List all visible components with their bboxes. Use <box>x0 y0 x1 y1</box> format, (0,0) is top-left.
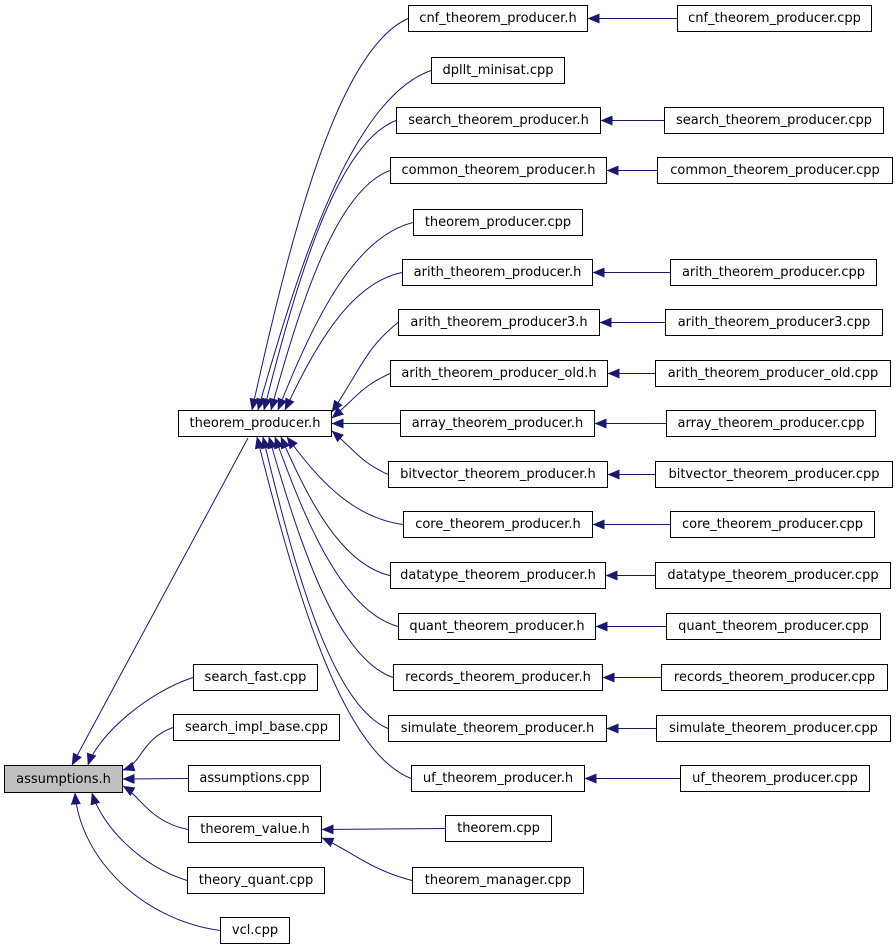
node-search_h[interactable]: search_theorem_producer.h <box>396 107 601 134</box>
graph-node-label: records_theorem_producer.cpp <box>673 670 876 685</box>
graph-node-label: search_fast.cpp <box>204 670 307 685</box>
graph-node-label: theorem.cpp <box>457 821 540 836</box>
node-datatype_h[interactable]: datatype_theorem_producer.h <box>390 562 606 589</box>
edge-datatype_h-to-theorem_producer_h <box>280 436 391 576</box>
graph-node-label: assumptions.h <box>16 771 111 787</box>
node-cnf_cpp[interactable]: cnf_theorem_producer.cpp <box>677 5 872 32</box>
graph-node-label: arith_theorem_producer3.cpp <box>677 315 871 330</box>
edge-core_h-to-theorem_producer_h <box>286 436 404 525</box>
graph-node-label: common_theorem_producer.h <box>401 163 596 178</box>
edge-cnf_h-to-theorem_producer_h <box>249 18 409 411</box>
edge-arith_old_h-to-theorem_producer_h <box>331 373 391 419</box>
node-simulate_h[interactable]: simulate_theorem_producer.h <box>388 715 607 742</box>
graph-node-label: search_theorem_producer.h <box>408 113 589 128</box>
node-records_h[interactable]: records_theorem_producer.h <box>393 664 603 691</box>
graph-node-label: common_theorem_producer.cpp <box>670 163 880 178</box>
edge-common_h-to-theorem_producer_h <box>269 170 391 411</box>
node-search_fast_cpp[interactable]: search_fast.cpp <box>193 664 318 691</box>
node-search_cpp[interactable]: search_theorem_producer.cpp <box>664 107 884 134</box>
graph-node-label: quant_theorem_producer.h <box>409 619 585 634</box>
node-arith_old_h[interactable]: arith_theorem_producer_old.h <box>390 360 608 387</box>
node-uf_h[interactable]: uf_theorem_producer.h <box>411 765 585 792</box>
edge-theory_quant_cpp-to-assumptions_h <box>90 792 188 881</box>
node-bitvector_h[interactable]: bitvector_theorem_producer.h <box>388 461 608 488</box>
edge-arith3_h-to-theorem_producer_h <box>331 322 399 413</box>
node-assumptions_cpp[interactable]: assumptions.cpp <box>188 765 321 792</box>
edge-assumptions_cpp-to-assumptions_h <box>122 773 189 784</box>
node-common_h[interactable]: common_theorem_producer.h <box>390 157 607 184</box>
node-arith_old_cpp[interactable]: arith_theorem_producer_old.cpp <box>655 360 891 387</box>
edge-vcl_cpp-to-assumptions_h <box>70 792 221 931</box>
node-bitvector_cpp[interactable]: bitvector_theorem_producer.cpp <box>655 461 893 488</box>
graph-node-label: arith_theorem_producer_old.cpp <box>667 366 879 381</box>
graph-node-label: cnf_theorem_producer.cpp <box>688 11 861 26</box>
node-theorem_value_h[interactable]: theorem_value.h <box>188 816 322 843</box>
graph-node-label: theorem_manager.cpp <box>424 873 572 888</box>
graph-node-label: quant_theorem_producer.cpp <box>678 619 869 634</box>
graph-node-label: vcl.cpp <box>231 923 279 938</box>
node-core_h[interactable]: core_theorem_producer.h <box>403 511 593 538</box>
graph-node-label: theory_quant.cpp <box>198 873 314 888</box>
graph-node-label: uf_theorem_producer.h <box>422 771 574 786</box>
graph-node-label: array_theorem_producer.cpp <box>677 416 865 431</box>
graph-node-label: uf_theorem_producer.cpp <box>692 771 858 786</box>
edge-bitvector_h-to-theorem_producer_h <box>331 430 389 475</box>
edge-search_impl_base_cpp-to-assumptions_h <box>122 727 174 772</box>
graph-node-label: cnf_theorem_producer.h <box>419 11 577 26</box>
graph-node-label: theorem_producer.cpp <box>424 215 572 230</box>
node-cnf_h[interactable]: cnf_theorem_producer.h <box>408 5 588 32</box>
graph-node-label: bitvector_theorem_producer.h <box>400 467 596 482</box>
graph-node-label: core_theorem_producer.h <box>415 517 581 532</box>
node-datatype_cpp[interactable]: datatype_theorem_producer.cpp <box>655 562 891 589</box>
node-quant_h[interactable]: quant_theorem_producer.h <box>398 613 596 640</box>
node-array_h[interactable]: array_theorem_producer.h <box>400 410 595 437</box>
node-arith_h[interactable]: arith_theorem_producer.h <box>402 259 593 286</box>
node-dpllt_cpp[interactable]: dpllt_minisat.cpp <box>431 57 565 84</box>
node-assumptions_h: assumptions.h <box>4 765 123 793</box>
graph-node-label: search_theorem_producer.cpp <box>675 113 873 128</box>
edge-theorem_cpp-to-theorem_value_h <box>321 824 446 835</box>
graph-node-label: datatype_theorem_producer.h <box>400 568 596 583</box>
graph-node-label: datatype_theorem_producer.cpp <box>667 568 879 583</box>
graph-node-label: simulate_theorem_producer.cpp <box>669 721 878 736</box>
graph-node-label: array_theorem_producer.h <box>411 416 584 431</box>
node-theory_quant_cpp[interactable]: theory_quant.cpp <box>187 867 325 894</box>
node-uf_cpp[interactable]: uf_theorem_producer.cpp <box>680 765 870 792</box>
edge-search_h-to-theorem_producer_h <box>261 120 397 411</box>
graph-node-label: arith_theorem_producer_old.h <box>401 366 597 381</box>
graph-node-label: arith_theorem_producer.cpp <box>681 265 866 280</box>
edge-arith_h-to-theorem_producer_h <box>284 272 403 411</box>
graph-node-label: core_theorem_producer.cpp <box>681 517 863 532</box>
edge-records_h-to-theorem_producer_h <box>267 436 394 678</box>
graph-node-label: simulate_theorem_producer.h <box>400 721 595 736</box>
node-records_cpp[interactable]: records_theorem_producer.cpp <box>661 664 888 691</box>
node-core_cpp[interactable]: core_theorem_producer.cpp <box>670 511 875 538</box>
node-theorem_cpp[interactable]: theorem.cpp <box>445 815 552 842</box>
node-search_impl_base_cpp[interactable]: search_impl_base.cpp <box>173 714 340 741</box>
node-theorem_producer_cpp[interactable]: theorem_producer.cpp <box>413 209 583 236</box>
node-vcl_cpp[interactable]: vcl.cpp <box>220 917 290 944</box>
node-simulate_cpp[interactable]: simulate_theorem_producer.cpp <box>656 715 891 742</box>
graph-node-label: records_theorem_producer.h <box>405 670 591 685</box>
node-quant_cpp[interactable]: quant_theorem_producer.cpp <box>666 613 881 640</box>
edge-theorem_manager_cpp-to-theorem_value_h <box>321 837 413 881</box>
node-arith3_h[interactable]: arith_theorem_producer3.h <box>398 309 600 336</box>
graph-node-label: dpllt_minisat.cpp <box>442 63 554 78</box>
node-arith3_cpp[interactable]: arith_theorem_producer3.cpp <box>665 309 883 336</box>
node-theorem_manager_cpp[interactable]: theorem_manager.cpp <box>412 867 584 894</box>
graph-node-label: arith_theorem_producer.h <box>413 265 582 280</box>
edge-quant_h-to-theorem_producer_h <box>274 436 399 627</box>
graph-node-label: assumptions.cpp <box>199 771 310 786</box>
node-array_cpp[interactable]: array_theorem_producer.cpp <box>666 410 876 437</box>
graph-node-label: theorem_producer.h <box>189 416 321 431</box>
edge-theorem_value_h-to-assumptions_h <box>122 785 189 830</box>
graph-node-label: search_impl_base.cpp <box>184 720 329 735</box>
graph-node-label: theorem_value.h <box>200 822 310 837</box>
node-arith_cpp[interactable]: arith_theorem_producer.cpp <box>670 259 877 286</box>
graph-node-label: bitvector_theorem_producer.cpp <box>668 467 880 482</box>
node-theorem_producer_h[interactable]: theorem_producer.h <box>178 410 332 437</box>
node-common_cpp[interactable]: common_theorem_producer.cpp <box>657 157 893 184</box>
graph-node-label: arith_theorem_producer3.h <box>410 315 588 330</box>
